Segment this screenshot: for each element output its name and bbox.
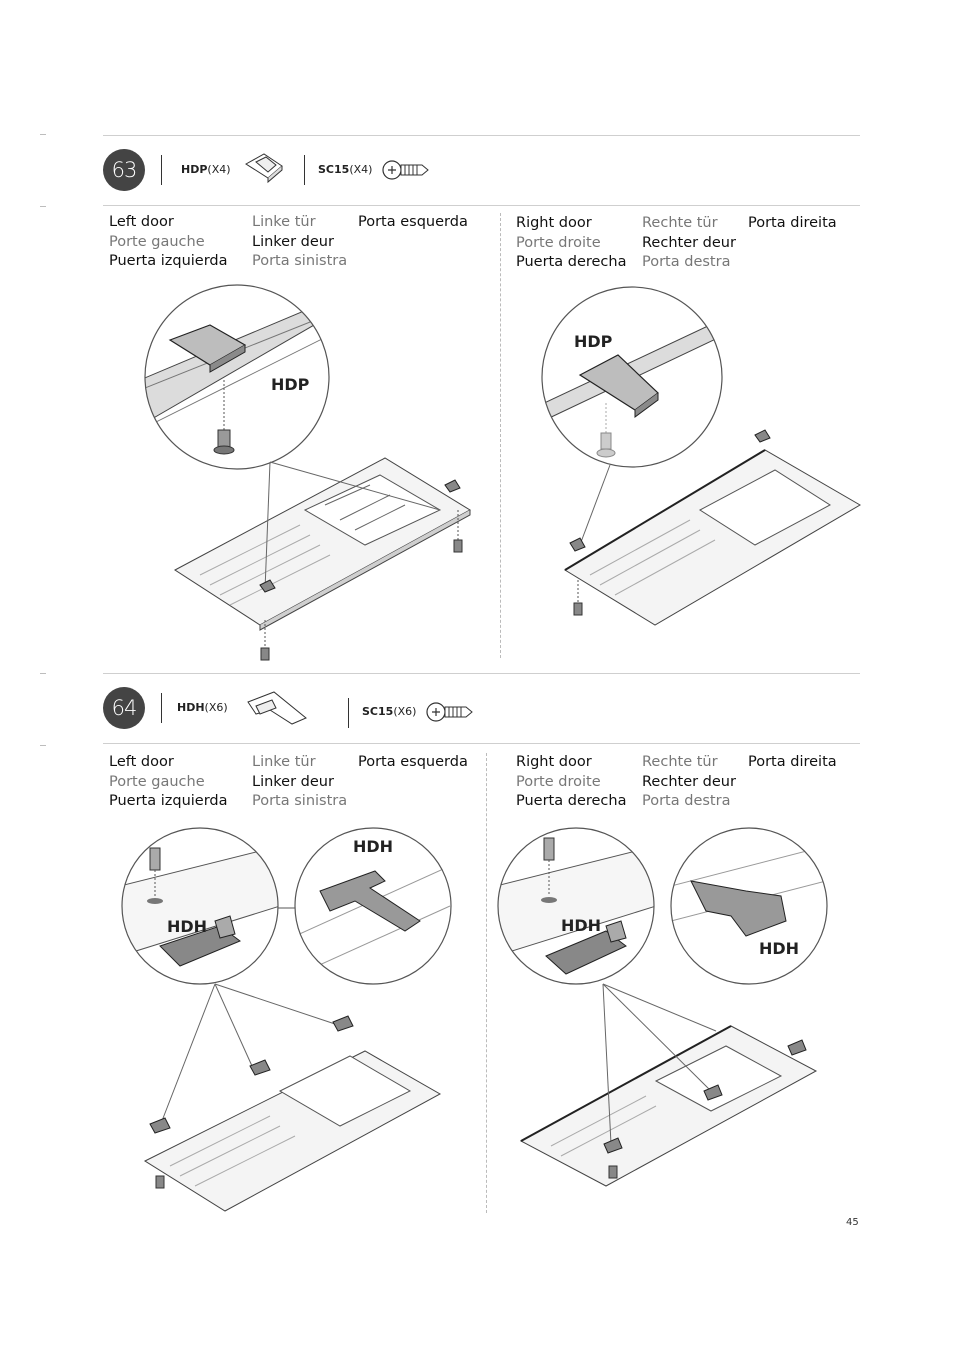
left-door-hdh-illustration	[121, 827, 452, 1212]
right-door-labels-2: Rechte tür Rechter deur Porta destra	[642, 754, 736, 809]
right-door-hdh-illustration	[497, 827, 828, 1187]
left-door-labels: Left door Porte gauche Puerta izquierda	[109, 754, 228, 809]
right-door-labels: Right door Porte droite Puerta derecha	[516, 215, 627, 270]
right-door-labels-3: Porta direita	[748, 215, 837, 231]
divider	[103, 743, 860, 744]
separator	[348, 698, 349, 728]
right-door-labels-3: Porta direita	[748, 754, 837, 770]
step-number: 64	[103, 687, 145, 729]
divider	[103, 135, 860, 136]
left-door-hdp-illustration	[144, 284, 471, 661]
step-number: 63	[103, 149, 145, 191]
hdh-callout-bottom: HDH	[167, 917, 208, 936]
hdp-part-icon	[245, 153, 283, 184]
left-door-labels: Left door Porte gauche Puerta izquierda	[109, 214, 228, 269]
left-door-labels-3: Porta esquerda	[358, 754, 468, 770]
part-sc15-label: SC15(X6)	[362, 705, 417, 718]
separator	[161, 693, 162, 723]
left-door-labels-3: Porta esquerda	[358, 214, 468, 230]
divider	[103, 673, 860, 674]
hdh-part-icon	[247, 691, 307, 725]
right-door-labels-2: Rechte tür Rechter deur Porta destra	[642, 215, 736, 270]
right-door-labels: Right door Porte droite Puerta derecha	[516, 754, 627, 809]
column-divider	[486, 753, 487, 1213]
page-number: 45	[846, 1217, 859, 1228]
right-door-hdp-illustration	[541, 286, 861, 626]
margin-tick	[40, 134, 46, 135]
part-hdh-label: HDH(X6)	[177, 701, 228, 714]
separator	[304, 155, 305, 185]
screw-icon	[382, 160, 429, 180]
left-door-labels-2: Linke tür Linker deur Porta sinistra	[252, 754, 348, 809]
column-divider	[500, 213, 501, 658]
margin-tick	[40, 673, 46, 674]
part-hdp-label: HDP(X4)	[181, 163, 231, 176]
hdh-callout-right-left: HDH	[561, 916, 602, 935]
left-door-labels-2: Linke tür Linker deur Porta sinistra	[252, 214, 348, 269]
margin-tick	[40, 206, 46, 207]
part-sc15-label: SC15(X4)	[318, 163, 373, 176]
divider	[103, 205, 860, 206]
hdh-callout-top: HDH	[353, 837, 394, 856]
hdp-callout-right: HDP	[574, 332, 613, 351]
separator	[161, 155, 162, 185]
screw-icon	[426, 702, 473, 722]
hdp-callout: HDP	[271, 375, 310, 394]
margin-tick	[40, 745, 46, 746]
hdh-callout-right-right: HDH	[759, 939, 800, 958]
